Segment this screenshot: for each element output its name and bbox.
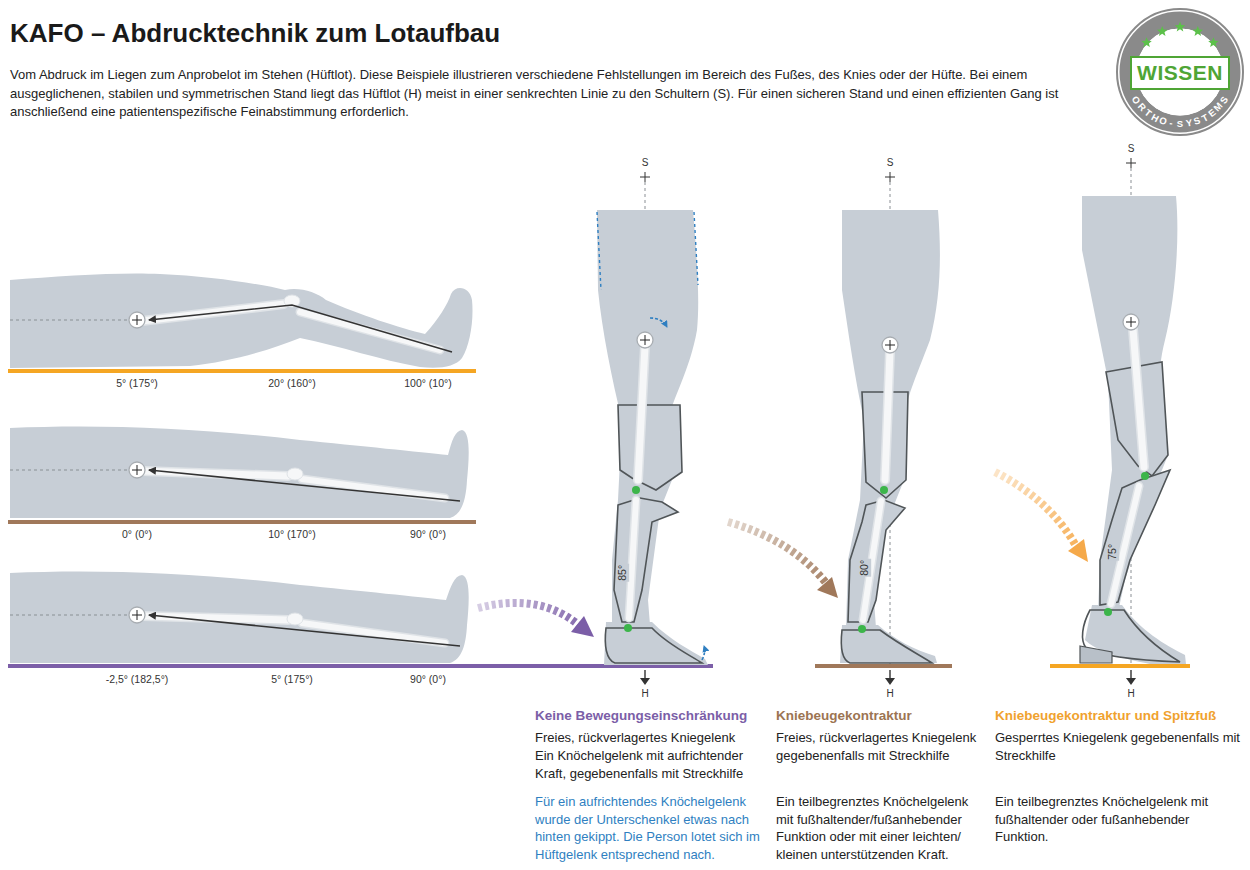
shank-angle: 75° bbox=[1107, 543, 1119, 561]
hip-plumb-marker: H bbox=[641, 688, 648, 699]
angle-value: -2,5° (182,5°) bbox=[106, 673, 169, 685]
case-heading: Kniebeugekontraktur bbox=[776, 707, 986, 725]
shoulder-marker: S bbox=[1128, 143, 1135, 154]
case-description: Freies, rückverlagertes Kniegelenk bbox=[535, 729, 770, 747]
case-heading: Keine Bewegungseinschränkung bbox=[535, 707, 770, 725]
badge-letter: S bbox=[1192, 116, 1201, 127]
case-description: Ein teilbegrenztes Knöchelgelenk mit fuß… bbox=[995, 793, 1240, 846]
badge-letter: S bbox=[1177, 119, 1183, 129]
badge-letter: O bbox=[1158, 115, 1168, 126]
lying-figure bbox=[8, 572, 713, 669]
badge-title: WISSEN bbox=[1137, 61, 1223, 85]
shank-angle: 80° bbox=[859, 559, 871, 577]
shoulder-marker: S bbox=[642, 157, 649, 168]
lying-figure bbox=[8, 427, 476, 525]
standing-figure bbox=[597, 172, 708, 685]
case-description: Ein Knöchelgelenk mit aufrichtender Kraf… bbox=[535, 747, 770, 782]
angle-value: 5° (175°) bbox=[271, 673, 313, 685]
angle-value: 5° (175°) bbox=[116, 377, 158, 389]
intro-text: Vom Abdruck im Liegen zum Anprobelot im … bbox=[10, 66, 1105, 122]
angle-value: 90° (0°) bbox=[410, 673, 446, 685]
angle-value: 20° (160°) bbox=[268, 377, 316, 389]
angle-value: 0° (0°) bbox=[122, 528, 152, 540]
standing-figure bbox=[1050, 158, 1190, 685]
badge-ring-text: ORTHO-SYSTEMS bbox=[1117, 9, 1243, 135]
page-title: KAFO – Abdrucktechnik zum Lotaufbau bbox=[10, 18, 500, 49]
angle-value: 100° (10°) bbox=[404, 377, 452, 389]
angle-value: 10° (170°) bbox=[268, 528, 316, 540]
case-heading: Kniebeugekontraktur und Spitzfuß bbox=[995, 707, 1240, 725]
shoulder-marker: S bbox=[887, 157, 894, 168]
hip-plumb-marker: H bbox=[1127, 688, 1134, 699]
case-note: Für ein aufrichtendes Knöchelgelenk wurd… bbox=[535, 793, 770, 863]
case-description: Gesperrtes Kniegelenk gegebenenfalls mit… bbox=[995, 729, 1240, 764]
transition-arrow bbox=[478, 472, 1088, 637]
shank-angle: 85° bbox=[617, 564, 629, 582]
angle-value: 90° (0°) bbox=[410, 528, 446, 540]
standing-figure bbox=[815, 172, 952, 685]
badge-letter: - bbox=[1169, 118, 1174, 128]
lying-figure bbox=[8, 273, 476, 373]
badge-letter: Y bbox=[1185, 118, 1193, 128]
case-description: Ein teilbegrenztes Knöchelgelenk mit fuß… bbox=[776, 793, 986, 863]
hip-plumb-marker: H bbox=[886, 688, 893, 699]
badge bbox=[1117, 9, 1243, 135]
case-description: Freies, rückverlagertes Kniegelenk gegeb… bbox=[776, 729, 986, 764]
